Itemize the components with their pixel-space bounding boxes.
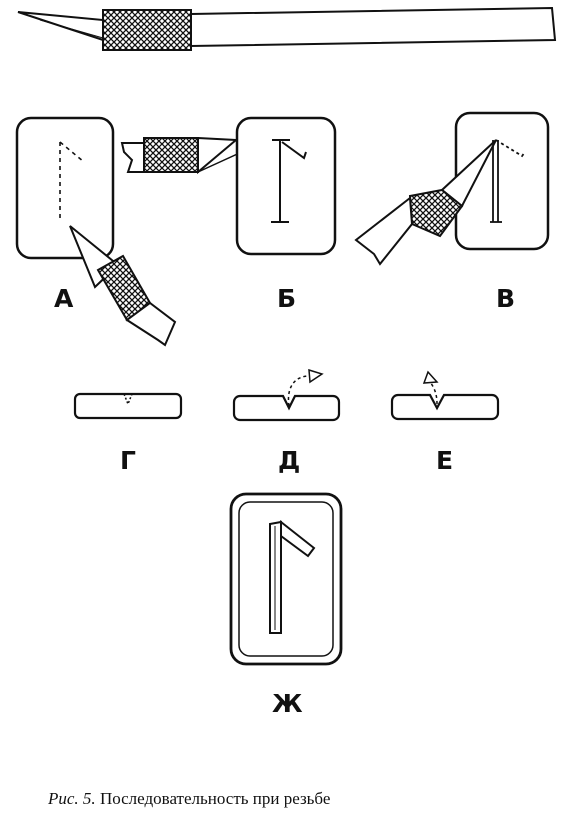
cross-section-d (232, 368, 341, 422)
tile-zh-group (229, 492, 343, 666)
label-e: Е (436, 446, 453, 475)
caption-text: Последовательность при резьбе (99, 789, 331, 808)
label-b: Б (277, 284, 296, 313)
caption-prefix: Рис. 5. (48, 789, 96, 808)
craft-knife-icon (69, 225, 177, 347)
tile-b-group (235, 116, 337, 256)
tile-v-group (354, 111, 550, 266)
label-a: А (54, 284, 74, 313)
tile-a-group (15, 116, 177, 347)
label-v: В (496, 284, 515, 313)
rune-tile-icon (229, 492, 343, 666)
rune-tile-icon (15, 116, 115, 260)
craft-knife-icon (17, 6, 557, 51)
chip-arrow-icon (287, 375, 310, 407)
cross-section-g (73, 392, 183, 420)
rune-tile-icon (235, 116, 337, 256)
label-d: Д (278, 446, 300, 475)
label-g: Г (120, 446, 136, 475)
craft-knife-icon (120, 136, 269, 175)
figure-caption: Рис. 5. Последовательность при резьбе (48, 789, 330, 809)
label-zh: Ж (272, 689, 303, 718)
cross-section-e (390, 370, 500, 421)
chip-arrow-icon (429, 381, 438, 405)
carving-groove-icon (269, 519, 316, 634)
craft-knife-icon (354, 139, 497, 266)
